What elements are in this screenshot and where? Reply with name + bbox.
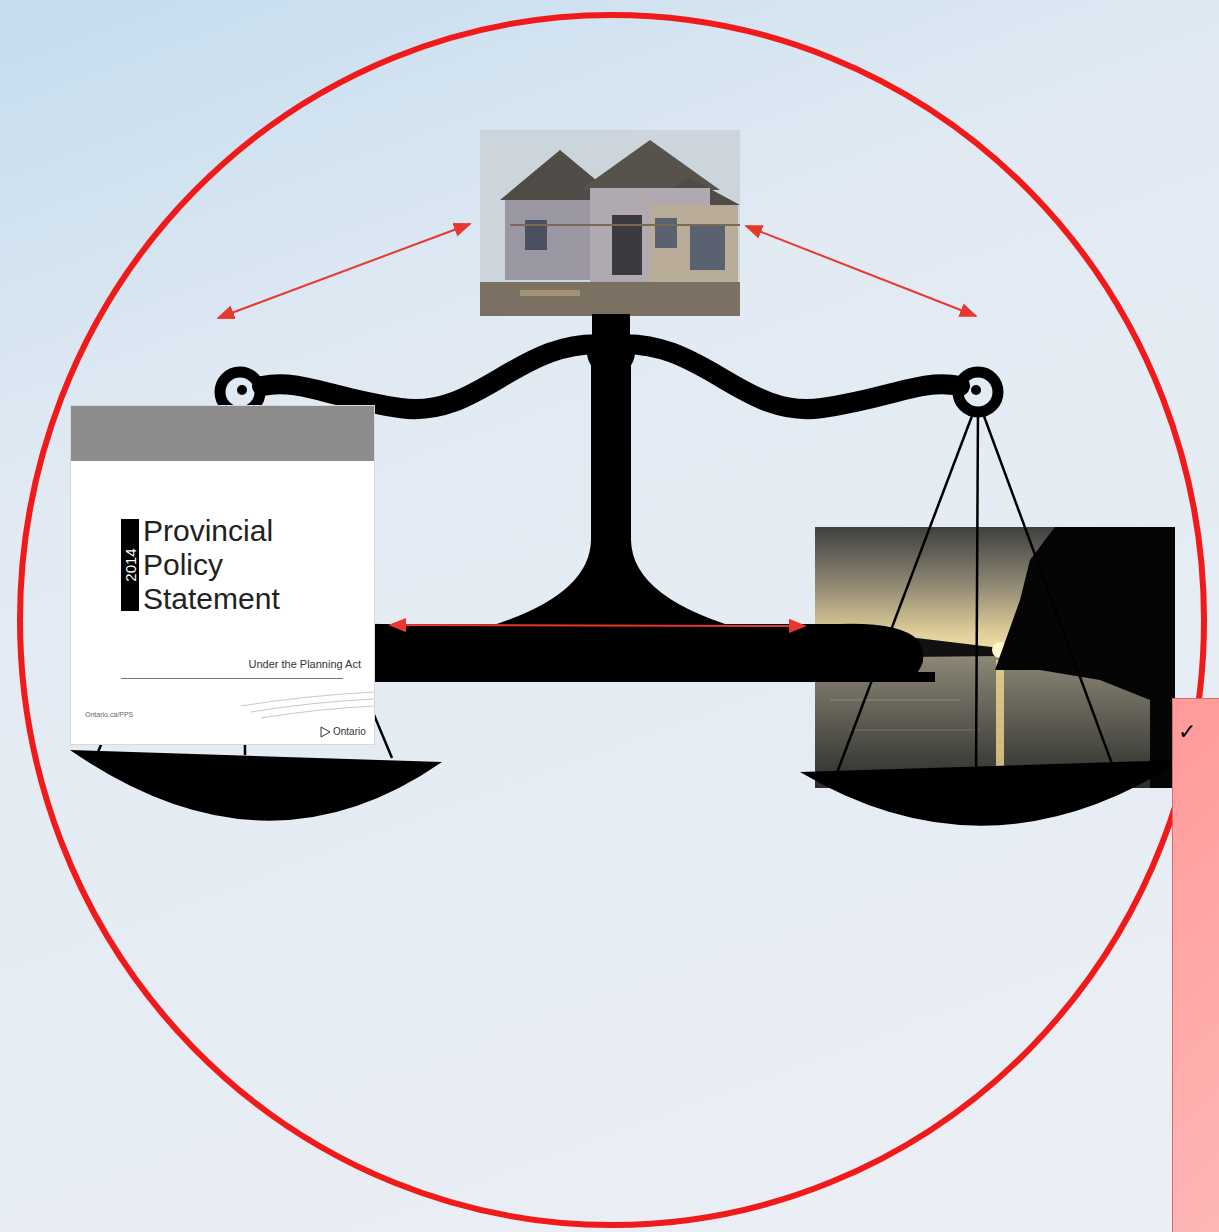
document-url: Ontario.ca/PPS [85, 711, 175, 718]
year-label: 2014 [121, 519, 139, 611]
ripple [830, 700, 960, 701]
decor-curve [251, 699, 374, 712]
scale-pan [800, 760, 1182, 826]
scale-base [295, 672, 935, 682]
double-arrow [746, 226, 976, 316]
scale-foot [470, 540, 752, 632]
lumber [520, 290, 580, 296]
pan-string [981, 408, 1115, 772]
house-wall [650, 205, 738, 285]
ontario-logo-text: Ontario [333, 726, 373, 737]
house-photo [480, 130, 740, 316]
double-arrow [218, 224, 470, 318]
window [655, 218, 677, 248]
year-text: 2014 [122, 548, 139, 581]
ripple [850, 730, 980, 731]
pan-string [835, 408, 975, 778]
ground [480, 282, 740, 316]
document-header-band [71, 406, 374, 461]
tree-silhouette [995, 527, 1175, 788]
policy-document: 2014Provincial Policy StatementUnder the… [70, 405, 375, 745]
sun-reflection [996, 660, 1004, 770]
scale-scroll [958, 372, 998, 412]
ontario-logo-mark [321, 727, 330, 737]
check-bullet: ✓ [1178, 719, 1196, 744]
note-box: ✓ [1172, 698, 1219, 1232]
red-circle [20, 15, 1204, 1225]
scale-beam [611, 344, 960, 409]
photo-sky [480, 130, 740, 316]
tree-silhouette [1020, 527, 1065, 600]
scale-beam [262, 344, 611, 409]
document-title: Provincial Policy Statement [143, 514, 303, 616]
scale-base [303, 624, 924, 675]
document-subtitle: Under the Planning Act [211, 658, 361, 670]
scale-scroll [971, 385, 981, 395]
scaffold [510, 224, 740, 226]
scale-scroll [237, 385, 247, 395]
scale-pan [70, 750, 442, 821]
balance-scale [70, 314, 1182, 826]
roof [580, 140, 720, 190]
pan-string [976, 408, 978, 778]
double-arrow [390, 625, 805, 626]
decor-curve [261, 706, 374, 718]
document-rule [121, 678, 343, 679]
window [690, 225, 725, 270]
